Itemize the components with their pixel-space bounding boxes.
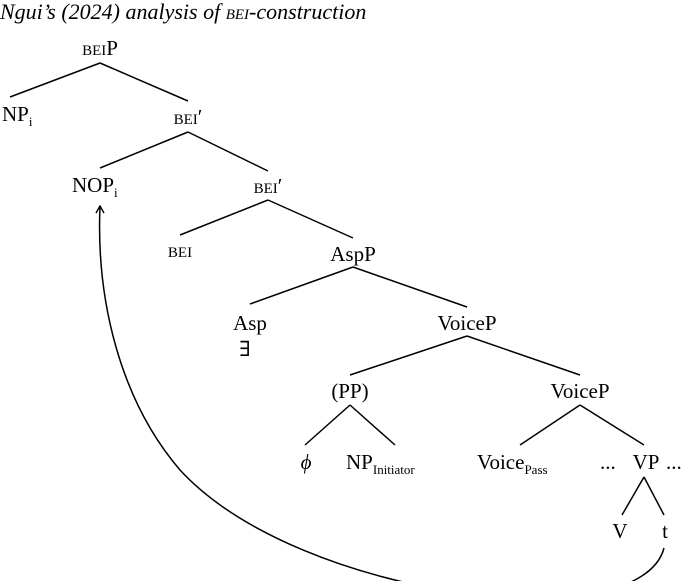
edge-aspP-voiceP1 — [352, 266, 468, 308]
figure-caption: Ngui’s (2024) analysis of bei-constructi… — [0, 0, 366, 24]
edge-vp-t — [643, 476, 665, 516]
edge-aspP-asp — [249, 266, 354, 305]
edge-voiceP1-voiceP2 — [466, 335, 581, 376]
node-np-initiator: NPInitiator — [346, 450, 415, 477]
node-bei-bar-2: bei′ — [254, 174, 283, 198]
edge-pp-npinit — [349, 404, 396, 446]
tree-edges — [9, 62, 665, 516]
edge-beibar2-aspP — [267, 199, 354, 239]
node-vp: VP — [633, 450, 660, 474]
edge-vp-v — [621, 476, 645, 516]
edge-beibar1-nop — [99, 131, 189, 169]
edge-voiceP2-vp — [579, 404, 645, 446]
edge-beiP-np — [9, 62, 101, 98]
node-dots-left: ... — [600, 450, 616, 474]
edge-beibar1-beibar2 — [187, 131, 269, 172]
node-t: t — [662, 519, 668, 543]
edge-voiceP1-pp — [349, 335, 468, 376]
edge-beibar2-bei — [179, 199, 269, 236]
node-asp: Asp — [233, 311, 267, 335]
node-voiceP-2: VoiceP — [550, 379, 609, 403]
node-voice-pass: VoicePass — [477, 450, 548, 477]
edge-beiP-beibar1 — [99, 62, 189, 102]
node-aspP: AspP — [330, 242, 376, 266]
node-pp: (PP) — [331, 379, 368, 403]
node-np-i: NPi — [2, 102, 33, 129]
edge-pp-phi — [304, 404, 351, 446]
node-exists: ∃ — [239, 337, 250, 361]
movement-arrow — [100, 206, 665, 581]
node-phi: ϕ — [301, 450, 312, 474]
node-nop-i: NOPi — [72, 173, 118, 200]
node-beiP: beiP — [82, 36, 118, 60]
node-voiceP-1: VoiceP — [437, 311, 496, 335]
node-dots-right: ... — [666, 450, 682, 474]
edge-voiceP2-voicepass — [519, 404, 581, 446]
node-bei-head: bei — [168, 238, 192, 262]
caption-prefix: Ngui’s (2024) analysis of — [0, 0, 226, 24]
node-bei-bar-1: bei′ — [174, 105, 203, 129]
caption-bei: bei — [225, 0, 250, 24]
caption-suffix: -construction — [249, 0, 367, 24]
node-v: V — [612, 519, 627, 543]
